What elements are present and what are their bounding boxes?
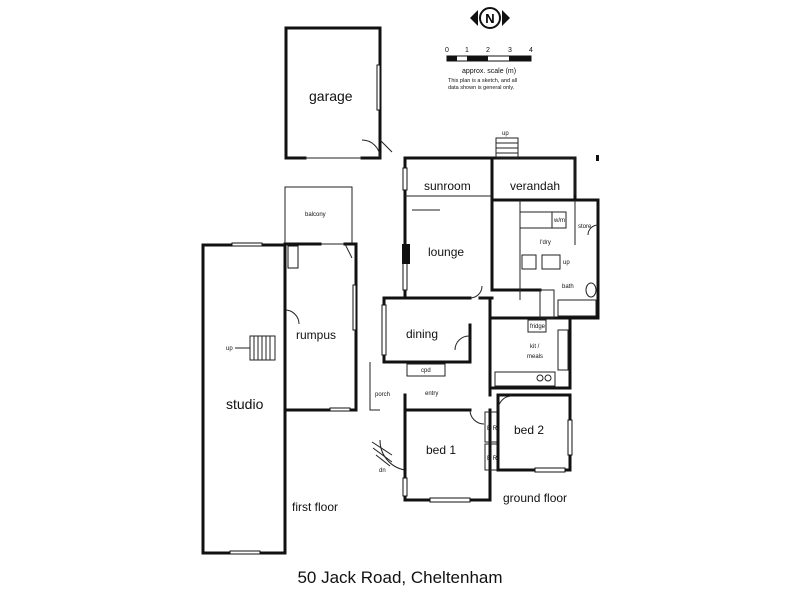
studio-stairs [235, 335, 276, 361]
fridge-label: fridge [530, 324, 546, 330]
scale-tick-0: 0 [445, 47, 449, 54]
garage-block [284, 26, 393, 160]
scale-note-line1: This plan is a sketch, and all [448, 78, 517, 84]
scale-bar: 0 1 2 3 4 approx. scale (m) This plan is… [445, 47, 533, 91]
room-label-entry: entry [425, 391, 438, 397]
first-floor-label: first floor [292, 500, 338, 514]
north-compass-icon: N [470, 7, 510, 29]
room-label-bath: bath [562, 284, 574, 290]
room-label-verandah: verandah [510, 179, 560, 193]
room-label-store: store [578, 224, 592, 230]
room-label-sunroom: sunroom [424, 179, 471, 193]
room-label-rumpus: rumpus [296, 328, 336, 342]
room-label-dining: dining [406, 327, 438, 341]
property-address: 50 Jack Road, Cheltenham [297, 568, 503, 587]
scale-note-line2: data shown is general only. [448, 85, 515, 91]
stair-up-label-ldry: up [563, 260, 570, 266]
room-label-porch: porch [375, 392, 390, 398]
ground-floor-block [369, 137, 600, 503]
stair-up-label-top: up [502, 131, 509, 137]
room-label-bed1: bed 1 [426, 443, 456, 457]
scale-tick-4: 4 [529, 47, 533, 54]
scale-tick-1: 1 [465, 47, 469, 54]
cupboard-label: cpd [421, 368, 431, 374]
room-label-balcony: balcony [305, 212, 326, 218]
porch-down-label: dn [379, 468, 386, 474]
robe-label-1: B R [487, 426, 498, 432]
scale-tick-3: 3 [508, 47, 512, 54]
robe-label-2: B R [487, 456, 498, 462]
compass-letter: N [485, 11, 494, 26]
stair-up-label-studio: up [226, 346, 233, 352]
first-floor-block [201, 186, 358, 555]
room-label-garage: garage [309, 88, 353, 104]
washing-machine-label: w/m [553, 218, 565, 224]
room-label-ldry: l'dry [540, 240, 551, 246]
room-label-kit-2: meals [527, 354, 543, 360]
ground-floor-label: ground floor [503, 491, 567, 505]
room-label-lounge: lounge [428, 245, 464, 259]
room-label-studio: studio [226, 396, 264, 412]
scale-tick-2: 2 [486, 47, 490, 54]
room-label-kit-1: kit / [530, 344, 540, 350]
scale-label: approx. scale (m) [462, 68, 516, 75]
room-label-bed2: bed 2 [514, 423, 544, 437]
